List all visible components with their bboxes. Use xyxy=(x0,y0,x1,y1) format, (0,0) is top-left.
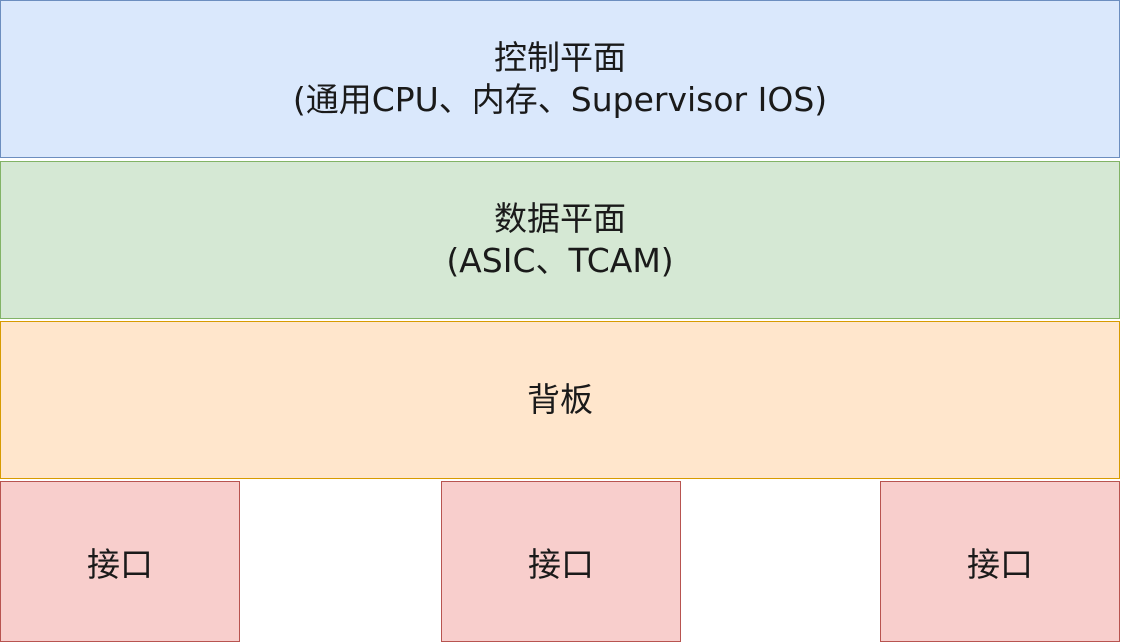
data-plane-box: 数据平面 (ASIC、TCAM) xyxy=(0,161,1120,319)
interface-box-3: 接口 xyxy=(880,481,1120,642)
interface-box-2: 接口 xyxy=(441,481,681,642)
interface-label-2: 接口 xyxy=(528,544,594,584)
interface-label-3: 接口 xyxy=(967,544,1033,584)
backplane-box: 背板 xyxy=(0,321,1120,479)
control-plane-box: 控制平面 (通用CPU、内存、Supervisor IOS) xyxy=(0,0,1120,158)
backplane-title: 背板 xyxy=(527,380,593,419)
control-plane-subtitle: (通用CPU、内存、Supervisor IOS) xyxy=(292,80,828,119)
data-plane-subtitle: (ASIC、TCAM) xyxy=(446,241,674,280)
interface-label-1: 接口 xyxy=(87,544,153,584)
data-plane-title: 数据平面 xyxy=(494,199,626,238)
interface-box-1: 接口 xyxy=(0,481,240,642)
control-plane-title: 控制平面 xyxy=(494,38,626,77)
